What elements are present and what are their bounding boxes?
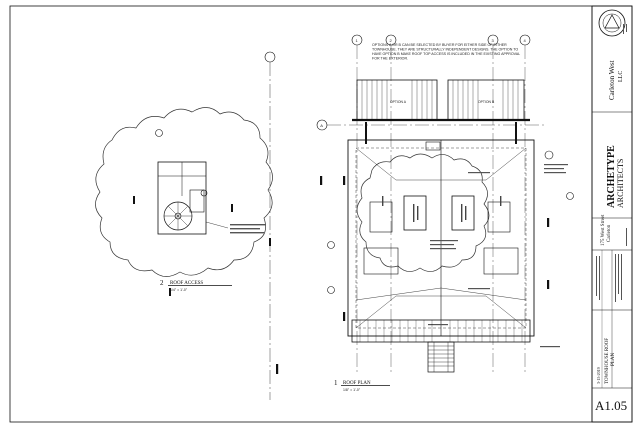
drawing-title: ROOF ACCESS (170, 281, 203, 286)
section-marker (155, 129, 163, 137)
drawing-number: 1 (334, 379, 338, 387)
firm-logo (598, 9, 626, 37)
svg-text:2: 2 (390, 38, 393, 43)
svg-text:A: A (320, 123, 323, 128)
callout-leader (205, 221, 229, 229)
title-block-notes (596, 24, 627, 302)
logo-mark (604, 14, 620, 29)
drawing-scale: 1/4" = 1'-0" (170, 288, 188, 292)
firm-logo-inner (602, 13, 622, 33)
grid-bubble (264, 51, 276, 63)
detail-marker (566, 192, 574, 200)
sheet-date: 3-15-2019 (596, 367, 601, 384)
roof-cricket (355, 287, 527, 301)
svg-text:HAVE OPTION B MAKE ROOF TOP AC: HAVE OPTION B MAKE ROOF TOP ACCESS IS IN… (372, 52, 520, 56)
sheet-title-2: PLAN (611, 353, 616, 366)
section-marker (200, 189, 208, 197)
svg-text:TOWNHOUSE. THEY ARE STRUCTURAL: TOWNHOUSE. THEY ARE STRUCTURALLY INDEPEN… (372, 48, 518, 52)
project-name-suffix: LLC (618, 71, 624, 82)
drawing-title-main: 1 ROOF PLAN 1/8" = 1'-0" (334, 379, 390, 392)
plan-callouts (428, 164, 568, 348)
drawing-title: ROOF PLAN (343, 381, 371, 386)
entry-stair (427, 341, 455, 373)
drawing-title-left: 2 ROOF ACCESS 1/4" = 1'-0" (160, 279, 232, 292)
drawing-number: 2 (160, 279, 164, 287)
svg-text:FOR THE EXTERIOR.: FOR THE EXTERIOR. (372, 57, 408, 61)
sheet-title: TOWNHOUSE ROOF (605, 338, 610, 384)
cut-line (276, 364, 279, 374)
section-marker (327, 286, 335, 294)
grid-tick (269, 238, 271, 246)
spiral-stair-treads (164, 202, 192, 230)
detail-marker (544, 150, 554, 160)
option-a-label: OPTION A (390, 100, 407, 104)
roof-hatches (363, 141, 519, 275)
roof-hip-lines (355, 147, 527, 329)
svg-text:1: 1 (356, 38, 359, 43)
title-block: Carleton West LLC ARCHETYPE ARCHITECTS 1… (591, 5, 633, 423)
section-marker (327, 241, 335, 249)
project-address: 175 West Street (601, 214, 606, 246)
project-city: Carleton (607, 224, 612, 242)
option-b-label: OPTION B (478, 100, 495, 104)
revision-cloud-left (95, 107, 273, 277)
svg-text:4: 4 (524, 38, 527, 43)
revision-cloud-center (356, 153, 490, 272)
hatch-box (189, 189, 205, 213)
option-note: OPTIONS A OR B CAN BE SELECTED BY BUYER … (372, 43, 520, 61)
roof-deck-top: OPTION A OPTION B (352, 79, 530, 122)
sheet-number: A1.05 (595, 398, 627, 413)
firm-name-2: ARCHITECTS (616, 159, 625, 208)
svg-text:OPTIONS A OR B CAN BE SELECTED: OPTIONS A OR B CAN BE SELECTED BY BUYER … (372, 43, 507, 47)
cut-lines (320, 176, 550, 321)
callout-note-lines (230, 224, 266, 234)
svg-text:3: 3 (492, 38, 495, 43)
project-name: Carleton West (608, 60, 616, 100)
drawing-scale: 1/8" = 1'-0" (343, 388, 361, 392)
sheet-border (9, 5, 633, 423)
roof-plan: 1 2 3 4 OPTIONS A OR B CAN BE SELECTED B… (276, 34, 574, 375)
firm-name: ARCHETYPE (606, 145, 617, 208)
hatch-labels (382, 196, 502, 222)
roof-access-detail (95, 107, 273, 296)
